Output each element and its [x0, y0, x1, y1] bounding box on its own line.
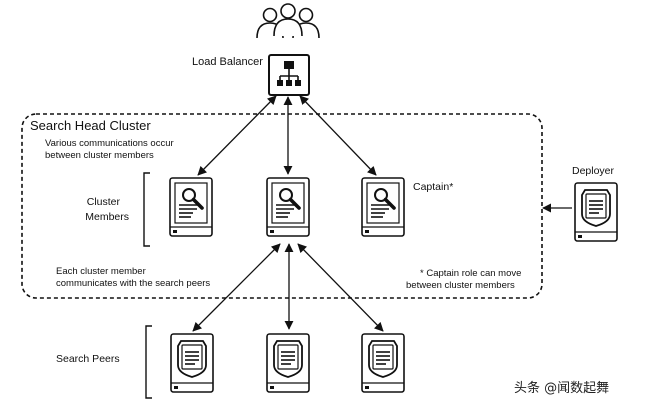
member-to-peer-3-arrow [297, 243, 384, 332]
lb-to-member-1-arrow [197, 95, 277, 176]
cluster-members-label-2: Members [85, 211, 129, 223]
search-peer-3 [361, 333, 405, 393]
captain-role-note: * Captain role can move [420, 268, 521, 279]
search-head-cluster-title: Search Head Cluster [30, 118, 151, 133]
cluster-member-1 [169, 177, 213, 237]
cluster-members-bracket [143, 172, 150, 247]
cluster-member-2 [266, 177, 310, 237]
each-member-note-2: communicates with the search peers [56, 278, 210, 289]
various-communications-note: Various communications occur [45, 138, 174, 149]
member-to-peer-1-arrow [192, 243, 281, 332]
cluster-members-label: Cluster [87, 196, 121, 208]
search-head-cluster-boundary [21, 113, 543, 299]
load-balancer-label: Load Balancer [192, 56, 263, 68]
deployer-server [574, 182, 618, 242]
search-peers-label: Search Peers [56, 353, 120, 365]
captain-role-note-2: between cluster members [406, 280, 515, 291]
search-peer-2 [266, 333, 310, 393]
lb-to-captain-arrow [299, 95, 377, 176]
cluster-member-captain [361, 177, 405, 237]
search-peer-1 [170, 333, 214, 393]
captain-label: Captain* [413, 181, 453, 193]
each-member-note: Each cluster member [56, 266, 146, 277]
search-peers-bracket [145, 325, 152, 399]
watermark: 头条 @闻数起舞 [514, 380, 609, 396]
users-group-icon [256, 3, 320, 39]
various-communications-note-2: between cluster members [45, 150, 154, 161]
network-hub-icon [268, 54, 310, 96]
deployer-label: Deployer [572, 165, 615, 177]
